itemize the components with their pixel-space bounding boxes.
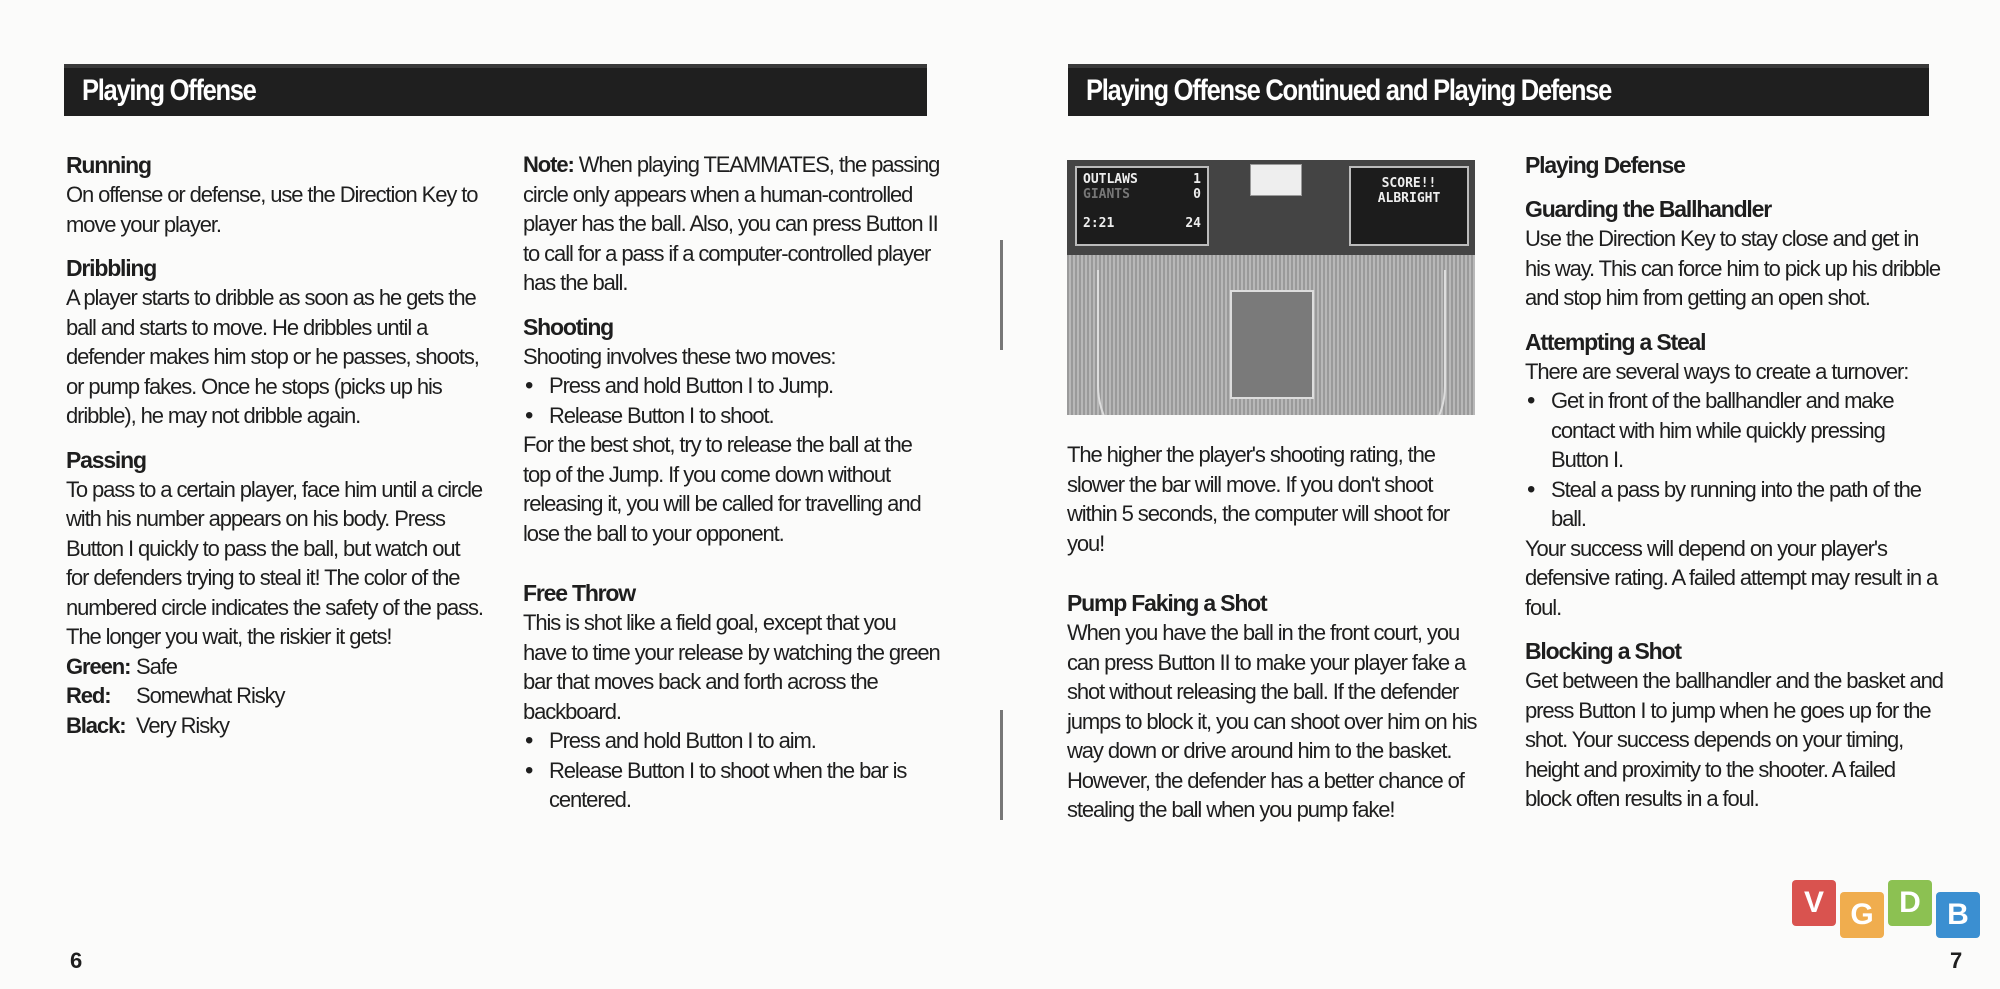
heading-dribbling: Dribbling xyxy=(66,255,157,281)
legend-label: Green: xyxy=(66,653,131,679)
scoreboard: OUTLAWS 1 GIANTS 0 2:21 24 xyxy=(1075,166,1209,246)
note-text: When playing TEAMMATES, the passing circ… xyxy=(523,152,940,295)
legend-label: Red: xyxy=(66,683,112,708)
team1-name: OUTLAWS xyxy=(1083,172,1138,187)
legend-value: Somewhat Risky xyxy=(136,683,286,708)
heading-blocking: Blocking a Shot xyxy=(1525,638,1682,664)
legend-green: Green:Safe xyxy=(66,652,486,682)
legend-red: Red: Somewhat Risky xyxy=(66,681,486,711)
legend-value: Safe xyxy=(136,653,178,679)
freethrow-list: Press and hold Button I to aim. Release … xyxy=(523,726,943,815)
column-4: Playing Defense Guarding the Ballhandler… xyxy=(1525,150,1945,814)
heading-running: Running xyxy=(66,152,152,178)
heading-passing: Passing xyxy=(66,446,147,473)
shot-clock: 24 xyxy=(1185,216,1201,231)
running-text: On offense or defense, use the Direction… xyxy=(66,182,479,237)
steal-list: Get in front of the ballhandler and make… xyxy=(1525,386,1945,534)
header-title: Playing Offense xyxy=(82,74,257,107)
list-item: Release Button I to shoot when the bar i… xyxy=(523,756,943,815)
vgdb-watermark-logo: V G D B xyxy=(1792,880,1980,938)
steal-intro: There are several ways to create a turno… xyxy=(1525,358,1909,384)
column-3: The higher the player's shooting rating,… xyxy=(1067,440,1487,825)
logo-letter: D xyxy=(1888,880,1932,926)
block-text: Get between the ballhandler and the bask… xyxy=(1525,668,1944,811)
list-item: Get in front of the ballhandler and make… xyxy=(1525,386,1945,475)
heading-pump-faking: Pump Faking a Shot xyxy=(1067,590,1268,616)
logo-letter: V xyxy=(1792,880,1836,926)
header-title: Playing Offense Continued and Playing De… xyxy=(1086,74,1612,107)
backboard xyxy=(1250,164,1302,196)
heading-steal: Attempting a Steal xyxy=(1525,328,1707,355)
note-label: Note: xyxy=(523,152,575,177)
team2-name: GIANTS xyxy=(1083,187,1130,202)
page-number-right: 7 xyxy=(1950,948,1963,973)
page-binding xyxy=(1000,240,1003,350)
passing-text: To pass to a certain player, face him un… xyxy=(66,476,484,650)
section-header-playing-offense: Playing Offense xyxy=(64,64,927,116)
shooting-intro: Shooting involves these two moves: xyxy=(523,343,836,369)
legend-black: Black: Very Risky xyxy=(66,711,486,741)
free-throw-lane xyxy=(1230,290,1314,399)
column-2: Note: When playing TEAMMATES, the passin… xyxy=(523,150,943,815)
legend-value: Very Risky xyxy=(136,712,230,738)
list-item: Press and hold Button I to aim. xyxy=(523,726,943,756)
team1-score: 1 xyxy=(1193,172,1201,187)
legend-label: Black: xyxy=(66,712,127,738)
message-line: SCORE!! xyxy=(1381,176,1437,191)
guarding-text: Use the Direction Key to stay close and … xyxy=(1525,226,1941,310)
message-board: SCORE!! ALBRIGHT xyxy=(1349,166,1469,246)
heading-free-throw: Free Throw xyxy=(523,580,636,606)
rating-text: The higher the player's shooting rating,… xyxy=(1067,442,1450,556)
freethrow-text: This is shot like a field goal, except t… xyxy=(523,610,941,724)
heading-playing-defense: Playing Defense xyxy=(1525,152,1686,178)
column-1: Running On offense or defense, use the D… xyxy=(66,150,486,740)
page-binding xyxy=(1000,710,1003,820)
shooting-text: For the best shot, try to release the ba… xyxy=(523,432,922,546)
logo-letter: G xyxy=(1840,892,1884,938)
steal-text: Your success will depend on your player'… xyxy=(1525,535,1938,620)
message-line: ALBRIGHT xyxy=(1377,191,1441,206)
note-paragraph: Note: When playing TEAMMATES, the passin… xyxy=(523,150,943,298)
shooting-list: Press and hold Button I to Jump. Release… xyxy=(523,371,943,430)
page-number-left: 6 xyxy=(70,948,83,973)
game-clock: 2:21 xyxy=(1083,216,1115,231)
dribbling-text: A player starts to dribble as soon as he… xyxy=(66,285,480,428)
three-point-arc xyxy=(1097,270,1446,415)
list-item: Steal a pass by running into the path of… xyxy=(1525,475,1945,534)
pumpfake-text: When you have the ball in the front cour… xyxy=(1067,620,1478,822)
team2-score: 0 xyxy=(1193,187,1201,202)
list-item: Release Button I to shoot. xyxy=(523,401,943,431)
game-screenshot: OUTLAWS 1 GIANTS 0 2:21 24 SCORE!! ALBRIGHT xyxy=(1067,160,1475,415)
heading-shooting: Shooting xyxy=(523,313,614,340)
logo-letter: B xyxy=(1936,892,1980,938)
section-header-offense-continued-defense: Playing Offense Continued and Playing De… xyxy=(1068,64,1929,116)
list-item: Press and hold Button I to Jump. xyxy=(523,371,943,401)
heading-guarding: Guarding the Ballhandler xyxy=(1525,196,1772,222)
